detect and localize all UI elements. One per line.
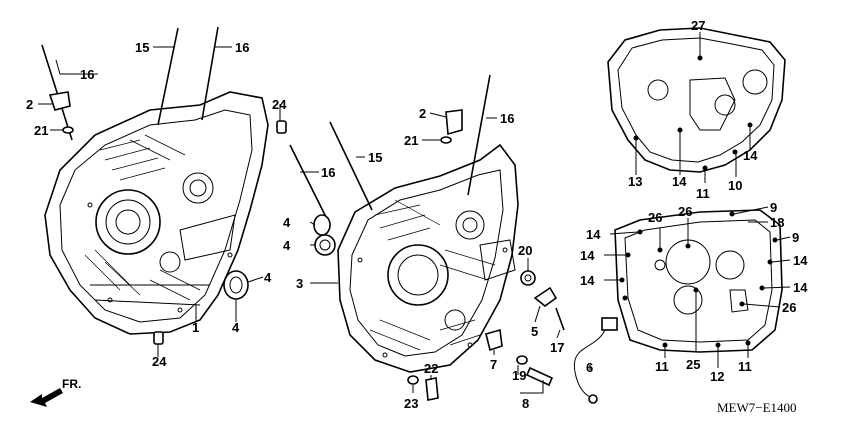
callout-24-b: 24: [152, 354, 167, 369]
washer-19: [516, 355, 528, 365]
callout-26-b: 26: [678, 204, 692, 219]
callout-4-c: 4: [283, 215, 291, 230]
callout-4-d: 4: [283, 238, 291, 253]
stud-16-right: [467, 74, 491, 196]
callout-20: 20: [518, 243, 532, 258]
stud-16-left-2: [201, 26, 219, 121]
callout-14-c: 14: [586, 227, 601, 242]
seal-20: [520, 270, 536, 286]
sensor-2-right: [445, 109, 463, 136]
callout-7: 7: [490, 357, 497, 372]
callout-21-b: 21: [404, 133, 418, 148]
callout-14-e: 14: [580, 273, 595, 288]
callout-12: 12: [710, 369, 724, 384]
callout-14-d: 14: [580, 248, 595, 263]
callout-25: 25: [686, 357, 700, 372]
washer-23: [407, 375, 419, 385]
callout-16-b: 16: [235, 40, 249, 55]
callout-3: 3: [296, 276, 303, 291]
callout-17: 17: [550, 340, 564, 355]
callout-27: 27: [691, 18, 705, 33]
callout-11-b: 11: [655, 359, 669, 374]
callout-9-a: 9: [770, 200, 777, 215]
callout-16-a: 16: [80, 67, 94, 82]
callout-15-b: 15: [368, 150, 382, 165]
callout-24-a: 24: [272, 97, 287, 112]
callout-11-c: 11: [738, 359, 752, 374]
callout-14-b: 14: [743, 148, 758, 163]
bolt-17: [555, 307, 565, 331]
stud-15-left: [157, 27, 179, 126]
callout-26-c: 26: [782, 300, 796, 315]
right-crankcase-drawing: [337, 143, 519, 373]
gasket-top: [607, 27, 786, 173]
callout-14-a: 14: [672, 174, 687, 189]
callout-labels: 16 15 16 2 21 24 4 4 1 24 15 16 4 4 3 2 …: [26, 18, 808, 411]
bearing-4-c: [314, 234, 336, 256]
gasket-bottom: [614, 209, 783, 353]
callout-10: 10: [728, 178, 742, 193]
washer-21-right: [440, 136, 452, 144]
callout-8: 8: [522, 396, 529, 411]
callout-16-d: 16: [500, 111, 514, 126]
bearing-4-a: [223, 270, 249, 300]
callout-11-a: 11: [696, 186, 710, 201]
leader-lines: [38, 32, 791, 394]
callout-2-a: 2: [26, 97, 33, 112]
bolt-22: [425, 377, 439, 401]
callout-18: 18: [770, 215, 784, 230]
stud-16-left: [41, 44, 73, 141]
callout-26-a: 26: [648, 210, 662, 225]
callout-5: 5: [531, 324, 538, 339]
callout-15-a: 15: [135, 40, 149, 55]
front-direction-arrow: FR.: [30, 377, 81, 407]
callout-9-b: 9: [792, 230, 799, 245]
left-crankcase-drawing: [44, 91, 269, 335]
plug-8: [525, 366, 554, 387]
diagram-code: MEW7−E1400: [717, 400, 797, 415]
stud-15-mid: [329, 121, 373, 211]
callout-14-f: 14: [793, 253, 808, 268]
callout-22: 22: [424, 361, 438, 376]
bearing-4-b: [313, 214, 331, 236]
callout-21-a: 21: [34, 123, 48, 138]
sensor-2-left: [48, 91, 71, 111]
connector-6: [601, 317, 618, 331]
callout-16-c: 16: [321, 165, 335, 180]
callout-13: 13: [628, 174, 642, 189]
dowel-24-bottom: [153, 331, 164, 345]
washer-21-left: [62, 126, 74, 134]
callout-4-b: 4: [232, 320, 240, 335]
callout-19: 19: [512, 368, 526, 383]
callout-2-b: 2: [419, 106, 426, 121]
callout-6: 6: [586, 360, 593, 375]
callout-4-a: 4: [264, 270, 272, 285]
callout-14-g: 14: [793, 280, 808, 295]
bracket-5: [533, 286, 558, 308]
stud-16-mid: [289, 144, 331, 226]
callout-1: 1: [192, 320, 199, 335]
callout-23: 23: [404, 396, 418, 411]
dowel-24-top: [276, 120, 287, 134]
fr-label: FR.: [62, 377, 81, 391]
switch-7: [485, 328, 503, 352]
